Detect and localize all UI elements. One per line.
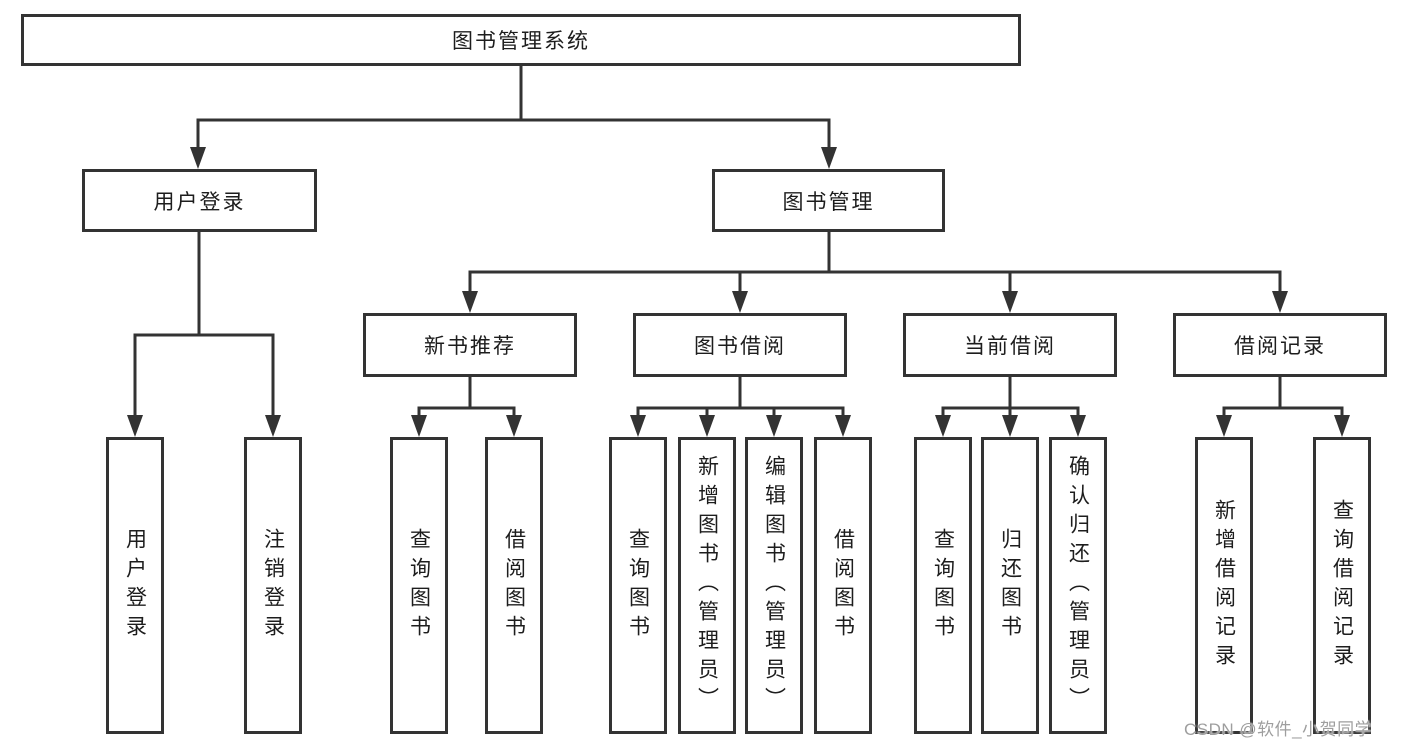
leaf-current-query-books: 查询图书 [914, 437, 972, 734]
leaf-current-return-books-label: 归还图书 [998, 527, 1022, 644]
connector-userlogin-drops [133, 333, 275, 418]
leaf-logout-label: 注销登录 [261, 527, 285, 644]
node-book-management-label: 图书管理 [782, 190, 875, 214]
connector-level3-stems [468, 374, 1282, 410]
leaf-recommend-query-books: 查询图书 [390, 437, 448, 734]
node-user-login: 用户登录 [82, 169, 317, 232]
leaf-user-login: 用户登录 [106, 437, 164, 734]
leaf-borrow-query-books-label: 查询图书 [626, 527, 650, 644]
leaf-recommend-borrow-books-label: 借阅图书 [502, 527, 526, 644]
watermark: CSDN @软件_小贺同学 [1184, 720, 1373, 739]
leaf-user-login-label: 用户登录 [123, 527, 147, 644]
node-book-management: 图书管理 [712, 169, 945, 232]
leaf-borrow-borrow-books: 借阅图书 [814, 437, 872, 734]
leaf-records-add-borrow-record-label: 新增借阅记录 [1212, 498, 1236, 673]
arrowheads [127, 147, 1350, 437]
leaf-records-add-borrow-record: 新增借阅记录 [1195, 437, 1253, 734]
leaf-logout: 注销登录 [244, 437, 302, 734]
leaf-current-query-books-label: 查询图书 [931, 527, 955, 644]
node-current-borrowing: 当前借阅 [903, 313, 1117, 377]
leaf-borrow-edit-books-admin: 编辑图书（管理员） [745, 437, 803, 734]
node-current-borrowing-label: 当前借阅 [964, 335, 1056, 358]
node-library-system: 图书管理系统 [21, 14, 1021, 66]
node-new-book-recommendation: 新书推荐 [363, 313, 577, 377]
node-user-login-label: 用户登录 [153, 190, 246, 214]
leaf-recommend-query-books-label: 查询图书 [407, 527, 431, 644]
node-book-borrowing-label: 图书借阅 [694, 335, 786, 358]
node-borrowing-records: 借阅记录 [1173, 313, 1387, 377]
leaf-records-query-borrow-record-label: 查询借阅记录 [1330, 498, 1354, 673]
leaf-records-query-borrow-record: 查询借阅记录 [1313, 437, 1371, 734]
leaf-current-confirm-return-admin: 确认归还（管理员） [1049, 437, 1107, 734]
leaf-borrow-add-books-admin: 新增图书（管理员） [678, 437, 736, 734]
connector-leaf-drops [417, 406, 1344, 419]
leaf-borrow-query-books: 查询图书 [609, 437, 667, 734]
connector-lines [133, 64, 1344, 419]
node-borrowing-records-label: 借阅记录 [1234, 335, 1326, 358]
node-book-borrowing: 图书借阅 [633, 313, 847, 377]
connector-bookmgmt-drops [468, 270, 1282, 294]
arrowheads-level2 [190, 147, 837, 169]
leaf-borrow-add-books-admin-label: 新增图书（管理员） [695, 455, 719, 716]
leaf-current-return-books: 归还图书 [981, 437, 1039, 734]
node-new-book-recommendation-label: 新书推荐 [424, 335, 516, 358]
leaf-borrow-edit-books-admin-label: 编辑图书（管理员） [762, 455, 786, 716]
arrowheads-leaves [127, 415, 1350, 437]
connector-root-drops [196, 118, 831, 151]
arrowheads-level3 [462, 291, 1288, 313]
node-library-system-label: 图书管理系统 [452, 30, 590, 53]
leaf-recommend-borrow-books: 借阅图书 [485, 437, 543, 734]
leaf-current-confirm-return-admin-label: 确认归还（管理员） [1066, 455, 1090, 716]
leaf-borrow-borrow-books-label: 借阅图书 [831, 527, 855, 644]
